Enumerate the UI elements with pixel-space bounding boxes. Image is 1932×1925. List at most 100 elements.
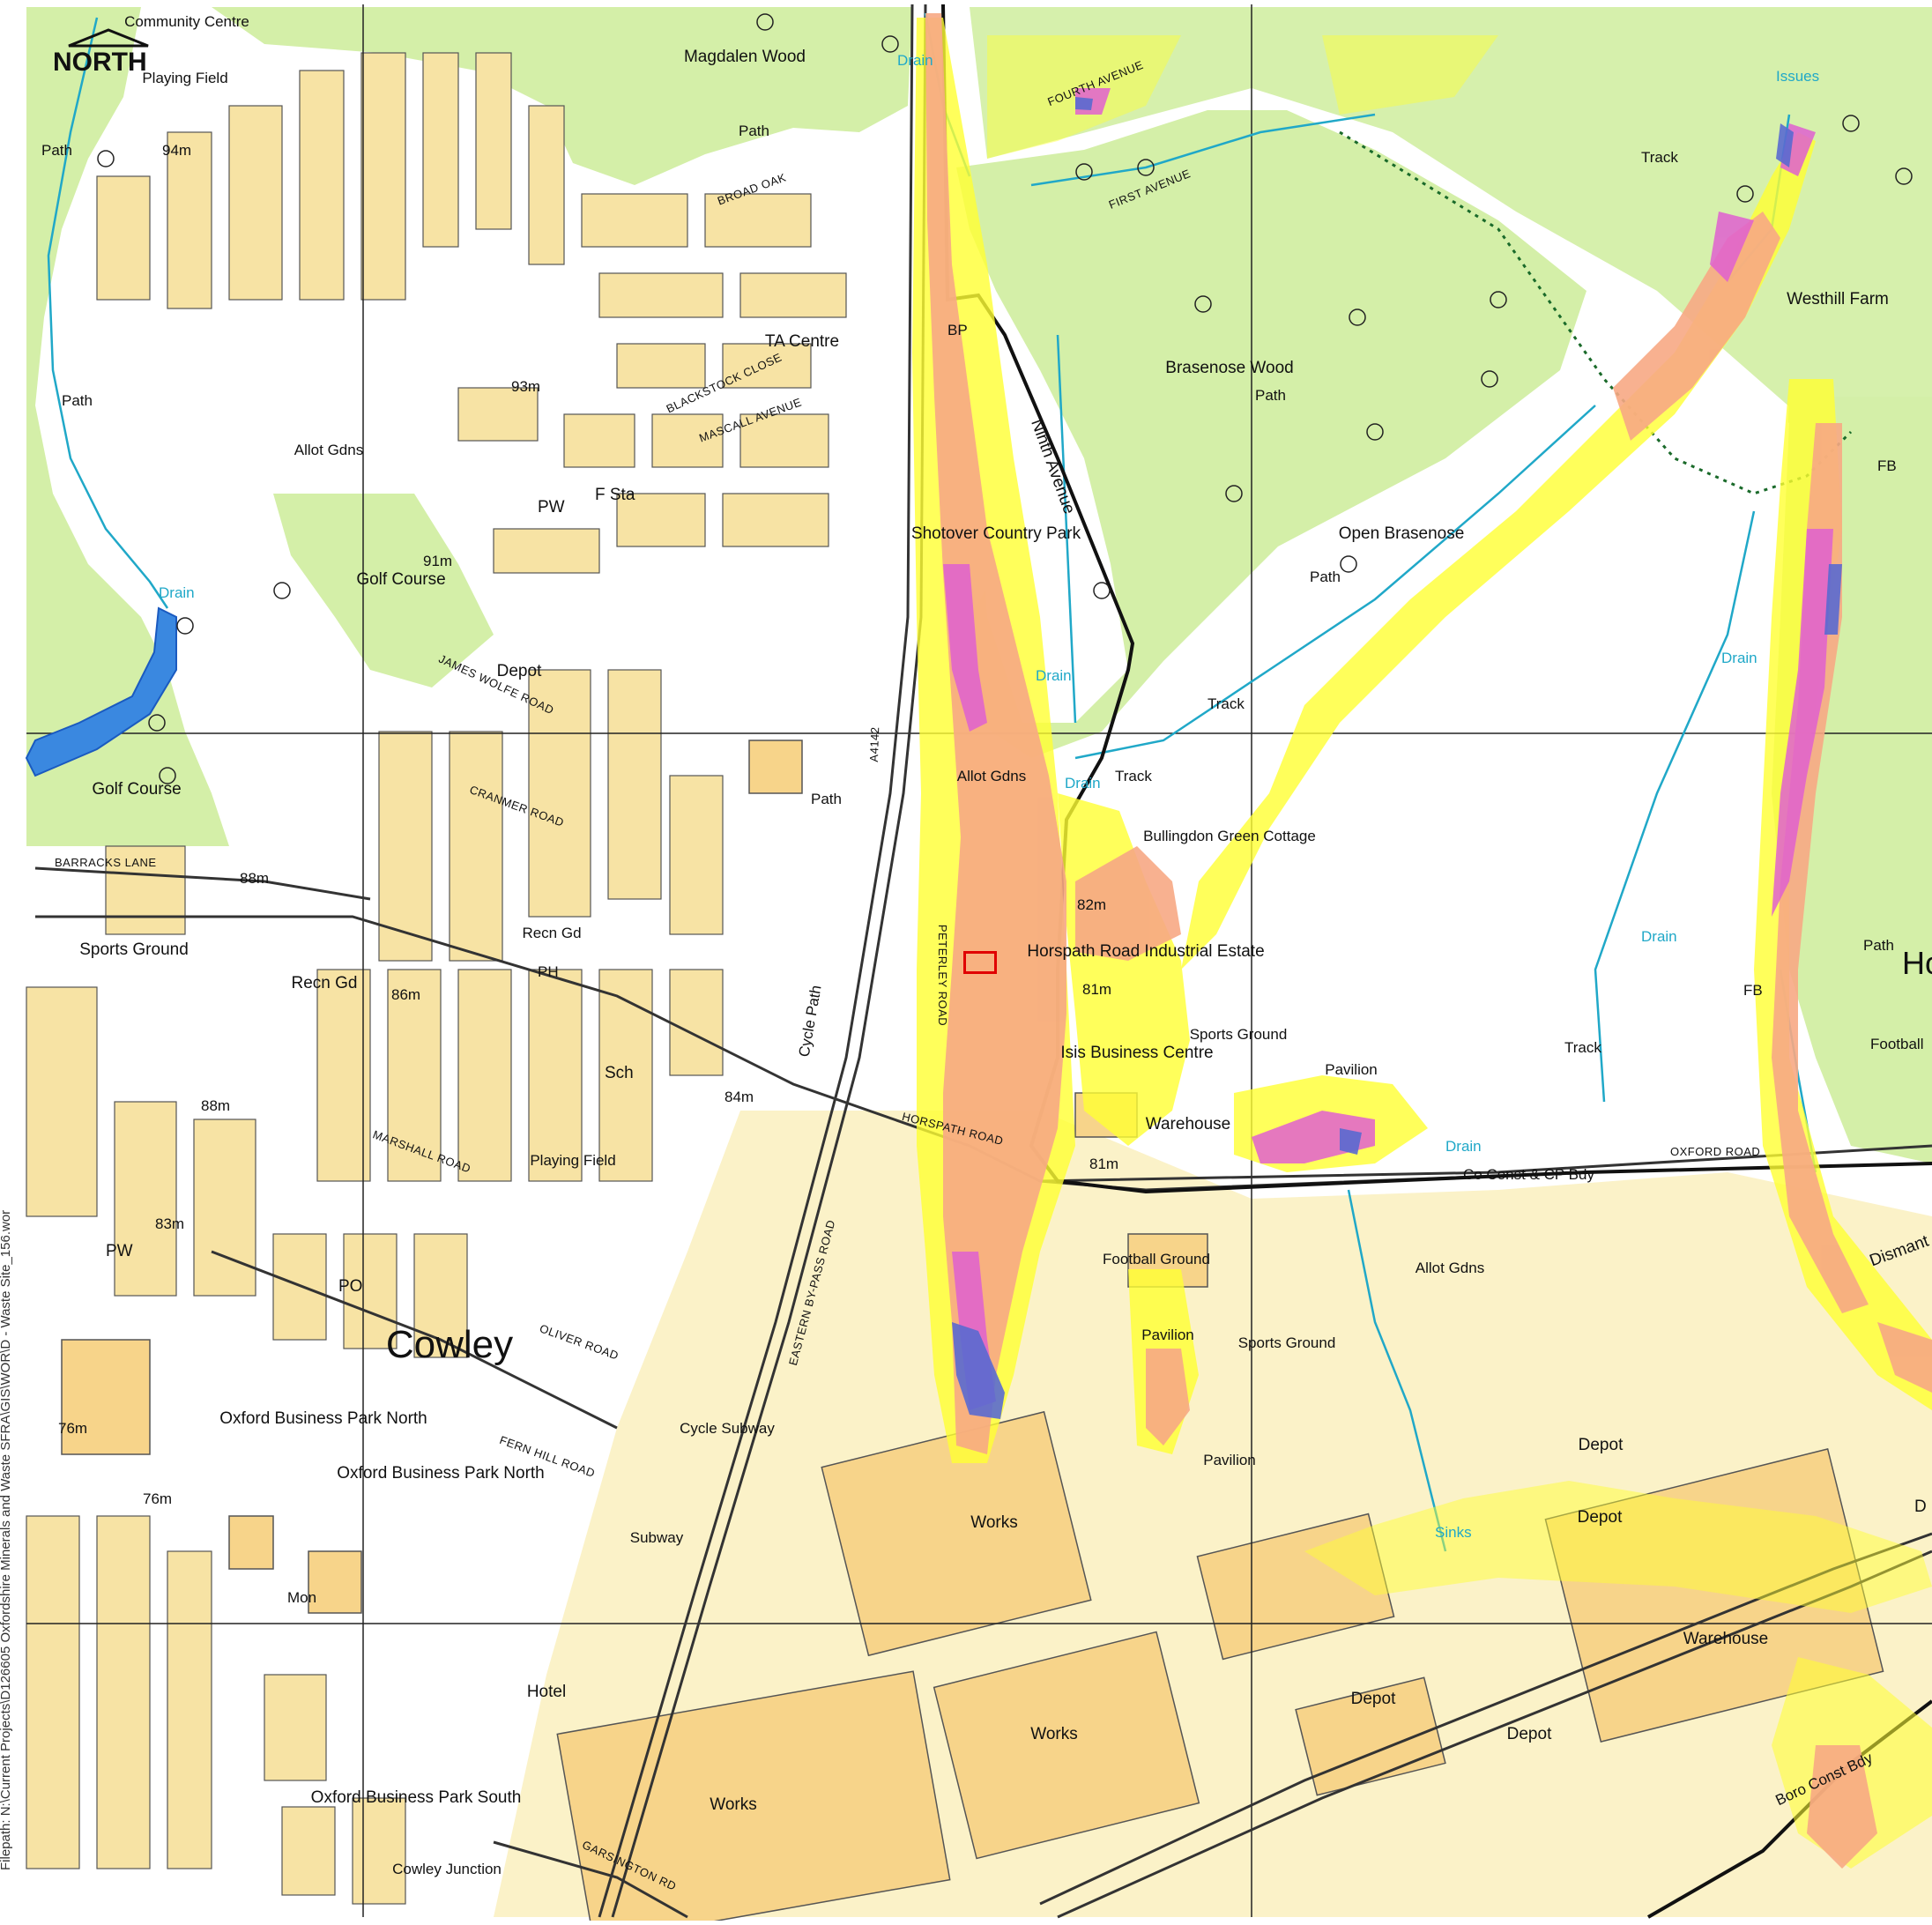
path-label-6: Path <box>811 791 842 807</box>
large-buildings <box>61 740 1884 1925</box>
golf-course-west <box>26 7 229 846</box>
depot-label-3: Depot <box>1506 1725 1552 1743</box>
garsington-road <box>493 1840 688 1919</box>
depot-label-6: D <box>1914 1498 1927 1516</box>
f-sta-label: F Sta <box>595 486 635 504</box>
bullingdon-label: Bullingdon Green Cottage <box>1143 828 1316 844</box>
eastern-bypass <box>598 4 914 1918</box>
allot-gdns-label-3: Allot Gdns <box>1415 1260 1485 1276</box>
path-label-1: Path <box>41 142 72 159</box>
playing-field-label-2: Playing Field <box>530 1152 616 1169</box>
co-const-label: Co Const & CP Bdy <box>1463 1166 1594 1183</box>
north-arrow-icon <box>68 28 149 48</box>
playing-field-label: Playing Field <box>142 70 228 86</box>
community-centre-label: Community Centre <box>124 13 249 30</box>
spot-height-84: 84m <box>724 1089 754 1105</box>
tree-icons <box>97 13 1913 784</box>
spot-height-88b: 88m <box>201 1097 231 1114</box>
po-label: PO <box>338 1277 363 1296</box>
open-brasenose-land <box>1066 370 1833 1225</box>
works-building-1 <box>821 1410 1092 1657</box>
track-label-2: Track <box>1208 695 1245 712</box>
magdalen-wood-area <box>212 7 912 185</box>
cycle-subway-label: Cycle Subway <box>680 1420 775 1437</box>
track-label-4: Track <box>1564 1039 1601 1056</box>
spot-height-83: 83m <box>155 1215 185 1232</box>
spot-height-88a: 88m <box>240 870 270 887</box>
shotover-label: Shotover Country Park <box>910 524 1081 543</box>
path-label-5: Path <box>1310 569 1341 585</box>
north-label: NORTH <box>53 48 147 77</box>
oxbp-building-2 <box>308 1550 362 1614</box>
pavilion-label-1: Pavilion <box>1325 1061 1378 1078</box>
spot-height-86: 86m <box>391 986 421 1003</box>
site-boundary-icon[interactable] <box>963 951 997 974</box>
track-label-3: Track <box>1115 768 1152 784</box>
allot-gdns-label-1: Allot Gdns <box>294 442 364 458</box>
recn-gd-label-1: Recn Gd <box>291 974 358 992</box>
spot-height-76a: 76m <box>58 1420 88 1437</box>
mon-label: Mon <box>287 1589 317 1606</box>
oxford-business-park-south-label: Oxford Business Park South <box>310 1788 522 1807</box>
spot-height-82: 82m <box>1077 896 1107 913</box>
spot-height-91: 91m <box>423 553 453 569</box>
sports-ground-label-2: Sports Ground <box>1189 1026 1288 1043</box>
sinks-label: Sinks <box>1435 1524 1472 1541</box>
fb-label-2: FB <box>1877 457 1897 474</box>
drain-label-5: Drain <box>1721 650 1757 666</box>
filepath-text: Filepath: N:\Current Projects\D126605 Ox… <box>0 1209 13 1870</box>
drain-west <box>47 17 169 609</box>
spot-height-94: 94m <box>162 142 192 159</box>
subway-label: Subway <box>629 1529 684 1546</box>
isis-label: Isis Business Centre <box>1060 1044 1214 1062</box>
golf-course-label-2: Golf Course <box>92 780 182 799</box>
warehouse-label-1: Warehouse <box>1145 1115 1231 1133</box>
river-flood-zone <box>25 606 177 777</box>
golf-course-label-1: Golf Course <box>356 570 446 589</box>
depot-building-3 <box>61 1339 151 1455</box>
cowley-label: Cowley <box>385 1323 514 1366</box>
pw-label-1: PW <box>538 498 565 517</box>
depot-building-1 <box>1196 1512 1395 1661</box>
railway <box>1057 1550 1932 1919</box>
magdalen-wood-label: Magdalen Wood <box>683 48 806 66</box>
spot-height-76b: 76m <box>143 1490 173 1507</box>
drain-label-1: Drain <box>159 584 195 601</box>
works-building-3 <box>556 1670 951 1925</box>
spot-height-81a: 81m <box>1082 981 1112 998</box>
ta-centre-label: TA Centre <box>764 332 840 351</box>
drain-label-3: Drain <box>1036 667 1072 684</box>
open-brasenose-label: Open Brasenose <box>1338 524 1465 543</box>
works-label-3: Works <box>710 1795 757 1814</box>
allot-gdns-label-2: Allot Gdns <box>956 768 1027 784</box>
drain-first-ave <box>1030 113 1376 187</box>
peterley-road-label: PETERLEY ROAD <box>936 924 950 1027</box>
depot-building-4 <box>748 740 803 794</box>
pw-label-2: PW <box>106 1242 133 1260</box>
horspath-industrial-label: Horspath Road Industrial Estate <box>1027 942 1265 961</box>
bp-label: BP <box>947 322 968 338</box>
fern-hill-road <box>211 1250 618 1430</box>
drain-label-6: Drain <box>1641 928 1677 945</box>
ph-label: PH <box>538 963 559 980</box>
westhill-farm-label: Westhill Farm <box>1787 290 1889 308</box>
path-label-7: Path <box>1863 937 1894 954</box>
oxbp-building <box>228 1515 274 1570</box>
issues-label: Issues <box>1776 68 1820 85</box>
path-label-4: Path <box>1255 387 1286 404</box>
residential-blocks <box>26 52 847 1905</box>
ho-label: Ho <box>1902 945 1932 981</box>
works-label-2: Works <box>1030 1725 1078 1743</box>
track-label-1: Track <box>1641 149 1678 166</box>
hotel-label: Hotel <box>526 1683 567 1701</box>
drain-brasenose <box>1074 405 1596 760</box>
brasenose-wood-label: Brasenose Wood <box>1165 359 1294 377</box>
pavilion-label-3: Pavilion <box>1203 1452 1256 1468</box>
a4142-label: A4142 <box>866 726 882 762</box>
drain-south <box>1347 1189 1447 1552</box>
oxford-road-label: OXFORD ROAD <box>1670 1145 1761 1158</box>
flood-medium <box>925 13 1932 1869</box>
depot-label-2: Depot <box>1350 1690 1396 1708</box>
warehouse-label-2: Warehouse <box>1683 1630 1769 1648</box>
